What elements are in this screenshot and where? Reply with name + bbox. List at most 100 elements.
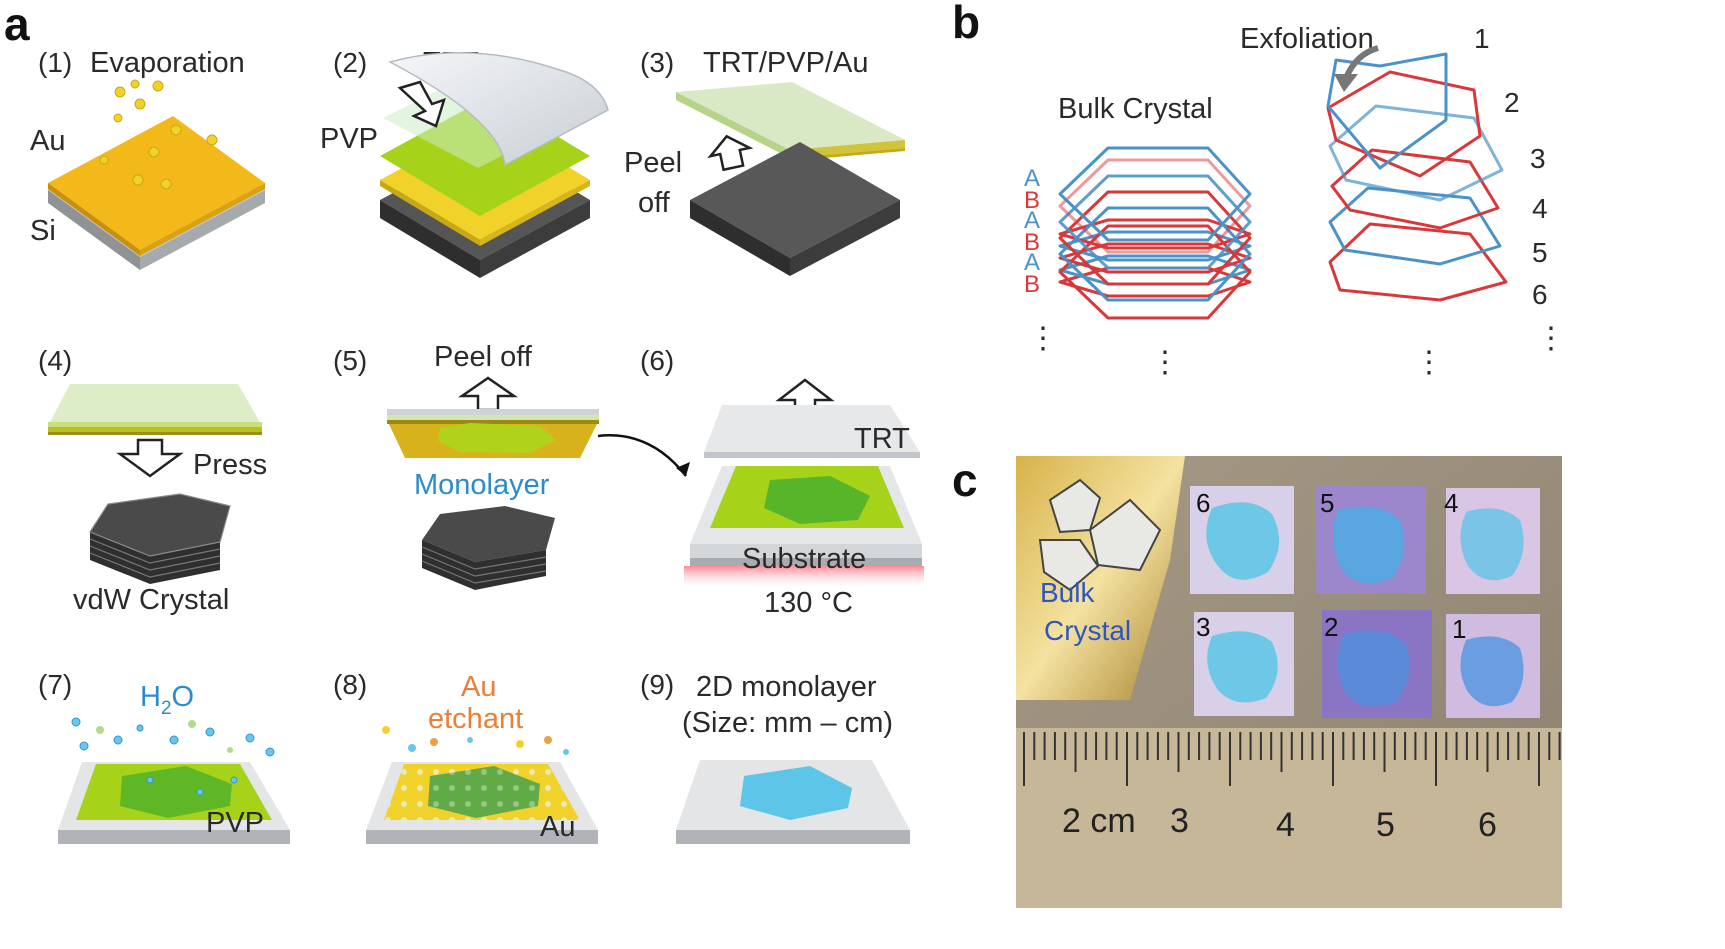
trt-pvp-au-film: [48, 384, 262, 435]
heater-glow: [684, 566, 924, 586]
vdw-crystal-5: [421, 506, 555, 590]
trt-sheet: [704, 405, 920, 458]
down-arrow-icon: [397, 80, 446, 128]
step-3-title: TRT/PVP/Au: [703, 47, 868, 79]
bulk-label-2: Crystal: [1044, 615, 1131, 646]
photo: Bulk Crystal 6 5 4 3 2 1: [1016, 456, 1562, 908]
svg-text:2: 2: [1504, 87, 1520, 118]
svg-text:5: 5: [1376, 806, 1395, 844]
bulk-label-1: Bulk: [1040, 577, 1095, 608]
ab-stack-letters: A B A B A B: [1024, 165, 1040, 298]
step-6-number: (6): [640, 345, 674, 376]
temperature-label: 130 °C: [764, 587, 853, 619]
step-1-number: (1): [38, 47, 72, 78]
svg-text:3: 3: [1196, 612, 1210, 642]
svg-text:A: A: [1024, 165, 1040, 192]
step-4-number: (4): [38, 345, 72, 376]
off-label: off: [638, 187, 671, 219]
svg-text:A: A: [1024, 249, 1040, 276]
substrate-8: [366, 762, 598, 844]
step-2: (2) TRT PVP: [320, 47, 609, 278]
gold-film: [48, 116, 265, 256]
step-1-title: Evaporation: [90, 47, 245, 79]
etchant-droplets: [382, 726, 569, 755]
bulk-crystal-stack: [1058, 146, 1252, 320]
press-arrow-icon: [116, 438, 184, 478]
svg-text:A: A: [1024, 207, 1040, 234]
svg-text:1: 1: [1452, 614, 1466, 644]
si-label: Si: [30, 215, 56, 247]
transfer-arrow-head-icon: [676, 462, 690, 476]
dark-substrate-3: [690, 142, 900, 276]
gold-particles: [99, 79, 218, 190]
ruler: 2 cm 3 4 5 6: [1016, 728, 1562, 908]
substrate-label: Substrate: [742, 543, 866, 575]
step-9-title: 2D monolayer: [696, 671, 877, 703]
step-9: (9) 2D monolayer (Size: mm – cm): [640, 669, 910, 844]
step-2-number: (2): [333, 47, 367, 78]
svg-text:6: 6: [1532, 279, 1548, 310]
step-4: (4) Press vdW Crystal: [38, 345, 267, 616]
ellipsis-left: ⋮: [1028, 322, 1058, 355]
ellipsis-exfoliated: ⋮: [1414, 346, 1444, 379]
water-droplets: [71, 717, 275, 796]
au-etchant-label-1: Au: [461, 671, 496, 703]
step-5-number: (5): [333, 345, 367, 376]
svg-text:B: B: [1024, 187, 1040, 214]
step-6: (6) TRT Substrate 130 °C: [640, 345, 924, 619]
monolayer-label: Monolayer: [414, 469, 550, 501]
svg-text:3: 3: [1170, 802, 1189, 840]
step-8: (8) Au etchant Au: [333, 669, 598, 844]
layer-numbers: 1 2 3 4 5 6: [1474, 23, 1548, 310]
substrate-stack: [690, 466, 922, 566]
svg-text:2 cm: 2 cm: [1062, 802, 1136, 840]
svg-text:2: 2: [1324, 612, 1338, 642]
svg-text:B: B: [1024, 271, 1040, 298]
pvp-label-7: PVP: [206, 807, 264, 839]
svg-text:1: 1: [1474, 23, 1490, 54]
sample-chips: [1190, 486, 1540, 718]
step-9-number: (9): [640, 669, 674, 700]
bulk-crystal-flakes: [1038, 478, 1162, 592]
sample-numbers: 6 5 4 3 2 1: [1196, 488, 1466, 644]
exfoliated-layers: [1326, 52, 1508, 302]
peel-up-arrow-icon: [457, 376, 519, 412]
au-etchant-label-2: etchant: [428, 703, 523, 735]
monolayer-flake-icon: [740, 766, 852, 820]
svg-text:B: B: [1024, 229, 1040, 256]
up-arrow-icon: [707, 134, 754, 172]
panel-label-a: a: [4, 0, 30, 50]
step-3-number: (3): [640, 47, 674, 78]
step-1: (1) Evaporation Au Si: [30, 47, 265, 270]
peel-off-label: Peel off: [434, 341, 533, 373]
peel-label: Peel: [624, 147, 682, 179]
ruler-labels: 2 cm 3 4 5 6: [1062, 802, 1497, 844]
pvp-label: PVP: [320, 123, 378, 155]
svg-text:4: 4: [1276, 806, 1295, 844]
exfoliation-arrow-head-icon: [1334, 74, 1358, 92]
step-5: (5) Peel off Monolayer: [333, 341, 690, 590]
h2o-label: H2O: [140, 681, 194, 719]
pvp-droplets: [96, 720, 233, 753]
au-label-8: Au: [540, 811, 575, 843]
ellipsis-bulk: ⋮: [1150, 346, 1180, 379]
svg-text:6: 6: [1478, 806, 1497, 844]
svg-text:4: 4: [1532, 193, 1548, 224]
svg-text:5: 5: [1532, 237, 1548, 268]
trt-label-6: TRT: [854, 423, 910, 455]
svg-text:3: 3: [1530, 143, 1546, 174]
ruler-ticks: [1023, 732, 1561, 786]
au-label: Au: [30, 125, 65, 157]
bulk-crystal-title: Bulk Crystal: [1058, 93, 1213, 125]
ellipsis-right: ⋮: [1536, 322, 1566, 355]
peeled-stack: [387, 409, 599, 458]
svg-text:4: 4: [1444, 488, 1458, 518]
vdw-crystal-label: vdW Crystal: [73, 584, 229, 616]
svg-text:5: 5: [1320, 488, 1334, 518]
panel-label-c: c: [952, 454, 978, 506]
step-7-number: (7): [38, 669, 72, 700]
press-label: Press: [193, 449, 267, 481]
svg-text:6: 6: [1196, 488, 1210, 518]
size-label: (Size: mm – cm): [682, 707, 893, 739]
vdw-crystal-icon: [89, 493, 231, 584]
